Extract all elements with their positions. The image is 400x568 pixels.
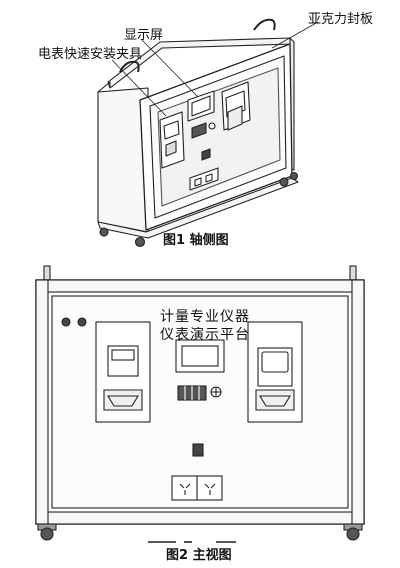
front-view-drawing [35, 265, 365, 543]
callout-meter-clamp: 电表快速安装夹具 [38, 47, 143, 62]
panel-title-line2: 仪表演示平台 [160, 327, 250, 343]
panel-title-line1: 计量专业仪器 [160, 309, 250, 325]
figure-front-view: 计量专业仪器 仪表演示平台 图2 主视图 [0, 262, 400, 563]
callout-acrylic-cover: 亚克力封板 [308, 12, 374, 27]
figure2-caption: 图2 主视图 [166, 548, 232, 563]
figure1-caption: 图1 轴侧图 [163, 233, 229, 248]
figure-isometric-view: 电表快速安装夹具 显示屏 亚克力封板 图1 轴侧图 [0, 0, 400, 250]
callout-display-screen: 显示屏 [124, 28, 164, 43]
isometric-drawing [97, 18, 319, 248]
